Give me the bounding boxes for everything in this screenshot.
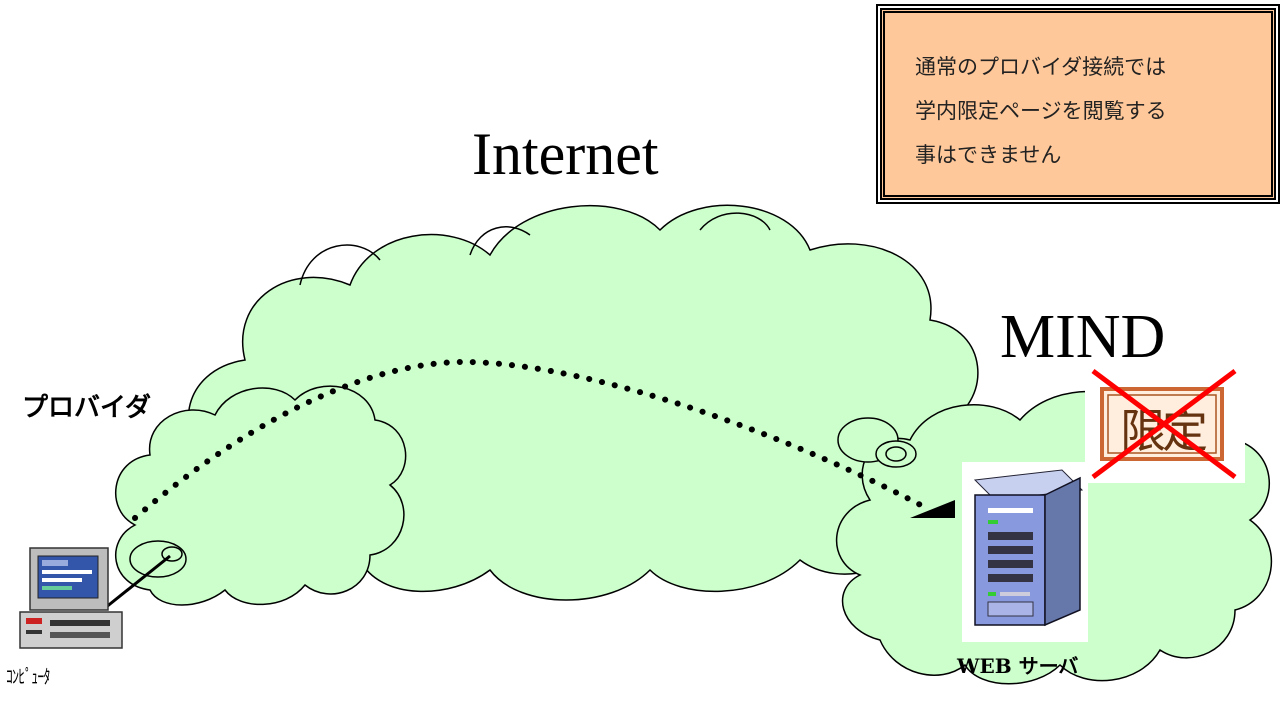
note-line: 学内限定ページを閲覧する xyxy=(915,99,1167,123)
internet-label: Internet xyxy=(472,121,659,187)
cross-icon xyxy=(1091,368,1237,480)
computer-icon xyxy=(19,547,123,649)
access-line xyxy=(104,554,171,610)
computer-label: ｺﾝﾋﾟｭｰﾀ xyxy=(6,666,50,688)
route-arrowhead xyxy=(910,500,955,518)
provider-cloud xyxy=(114,385,407,606)
web-server-label: WEB サーバ xyxy=(957,654,1079,678)
provider-label: プロバイダ xyxy=(22,393,151,423)
server-icon xyxy=(962,462,1088,642)
note-line: 通常のプロバイダ接続では xyxy=(915,55,1167,79)
route-path xyxy=(132,358,933,521)
mind-label: MIND xyxy=(1000,303,1166,371)
note-box: 通常のプロバイダ接続では 学内限定ページを閲覧する 事はできません xyxy=(876,4,1280,204)
note-line: 事はできません xyxy=(915,143,1062,167)
connection-node-icon xyxy=(129,540,187,578)
connection-node-icon xyxy=(837,417,917,468)
